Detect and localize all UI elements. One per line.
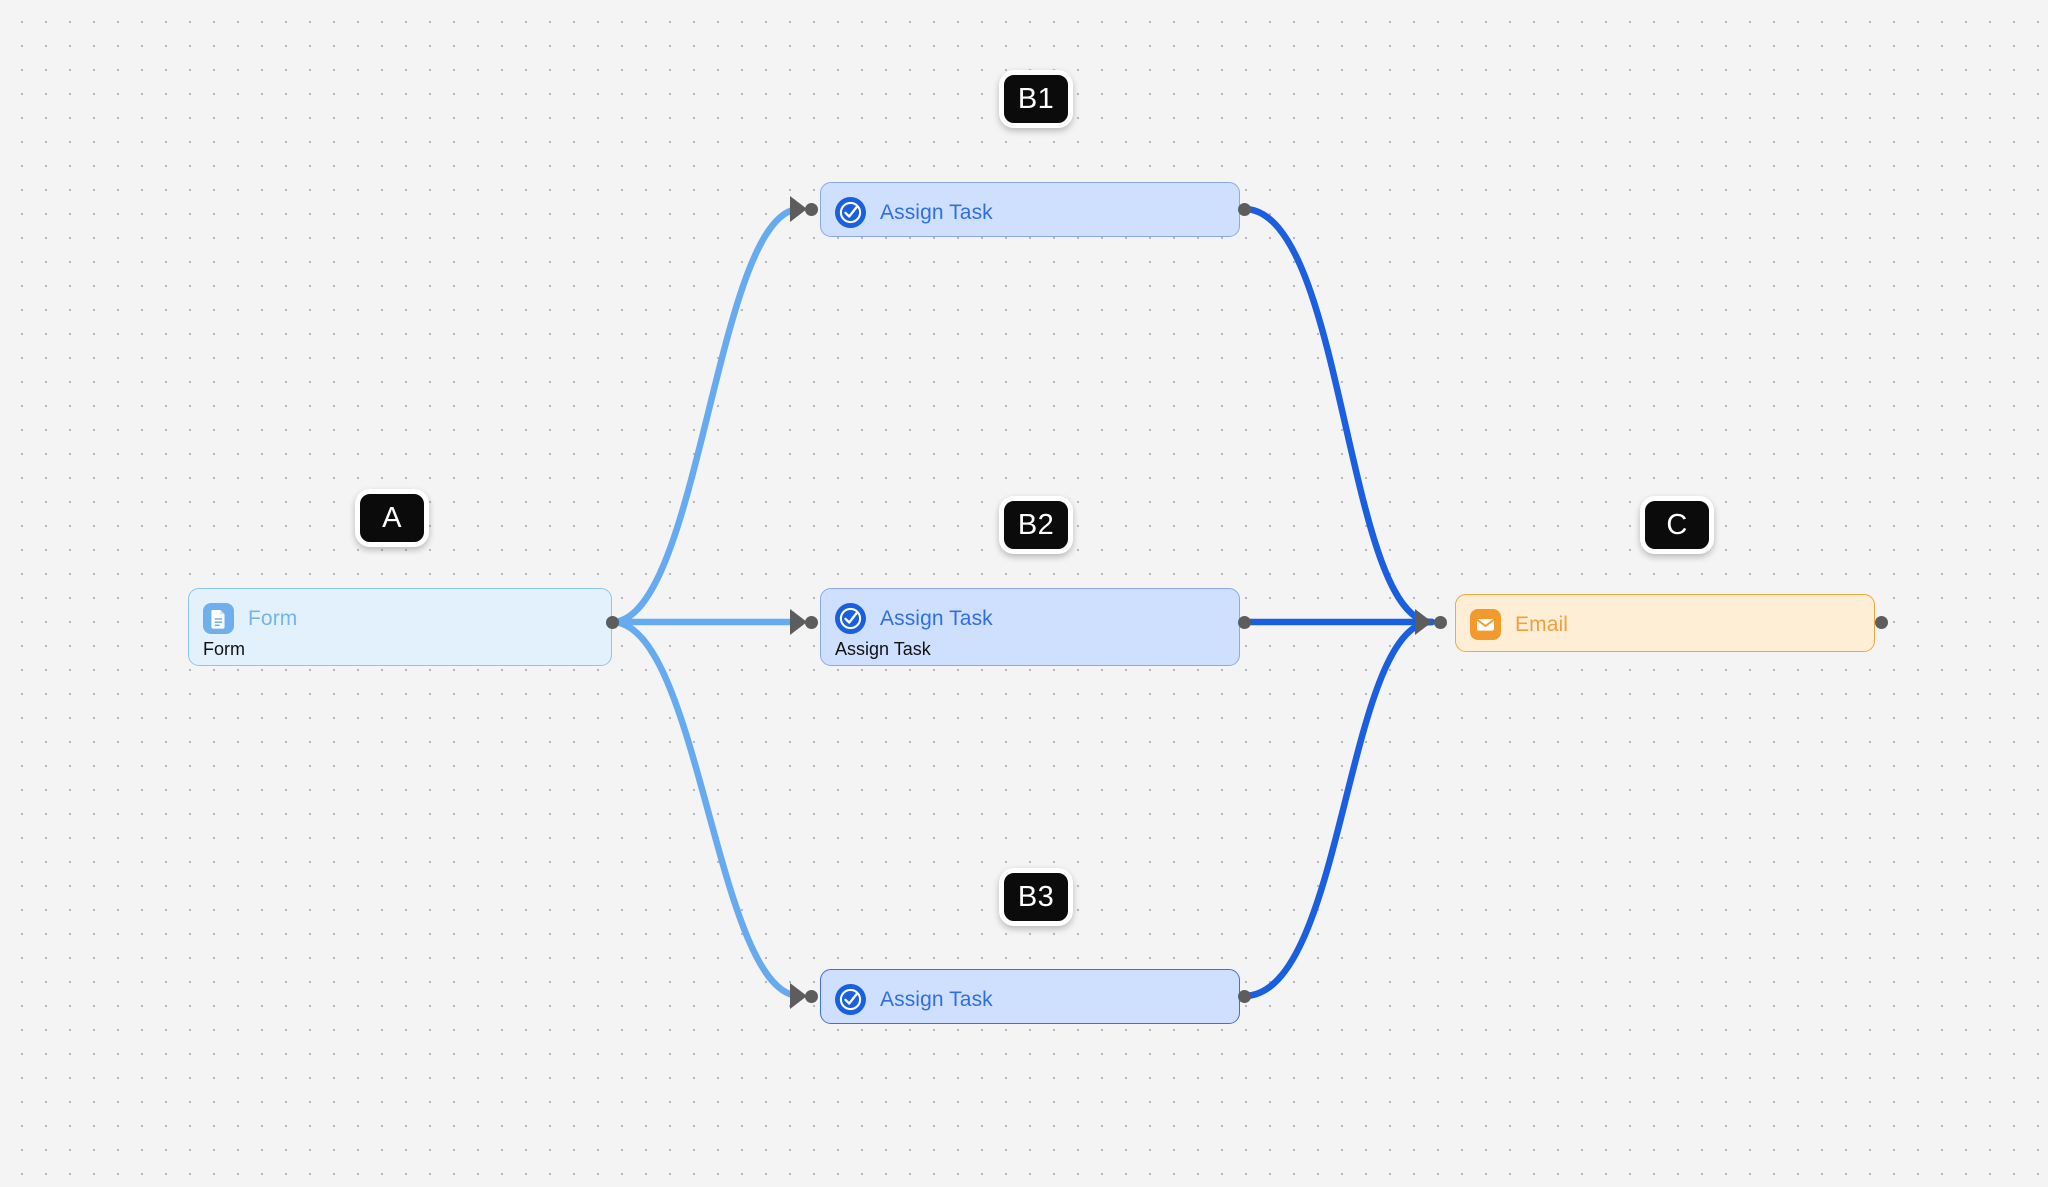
edge-form-to-task-bottom [608, 618, 804, 1000]
node-task-middle-title: Assign Task [880, 606, 993, 630]
document-icon [203, 603, 234, 634]
node-form-subtitle: Form [203, 639, 245, 659]
node-form-output-port[interactable] [606, 616, 619, 629]
step-badge-b1: B1 [999, 70, 1073, 128]
edge-task-top-to-email [1240, 205, 1436, 626]
envelope-icon [1470, 609, 1501, 640]
step-badge-b3: B3 [999, 868, 1073, 926]
node-task-bottom-output-port[interactable] [1238, 990, 1251, 1003]
node-form-title: Form [248, 606, 298, 630]
node-form[interactable]: Form Form [188, 588, 612, 666]
node-task-top[interactable]: Assign Task [820, 182, 1240, 237]
node-task-middle-input-port[interactable] [805, 616, 818, 629]
node-task-top-output-port[interactable] [1238, 203, 1251, 216]
node-email-header: Email [1456, 595, 1874, 643]
node-task-middle-output-port[interactable] [1238, 616, 1251, 629]
node-task-bottom[interactable]: Assign Task [820, 969, 1240, 1024]
edge-form-to-task-top [608, 205, 804, 626]
node-email-output-port[interactable] [1875, 616, 1888, 629]
node-email-title: Email [1515, 612, 1569, 636]
check-circle-icon [835, 603, 866, 634]
step-badge-c: C [1640, 496, 1714, 554]
node-task-top-input-port[interactable] [805, 203, 818, 216]
arrow-into-email [1415, 609, 1432, 635]
node-task-bottom-title: Assign Task [880, 987, 993, 1011]
node-task-middle-header: Assign Task [821, 589, 1239, 637]
node-task-middle[interactable]: Assign Task Assign Task [820, 588, 1240, 666]
node-task-middle-subtitle: Assign Task [835, 639, 931, 659]
node-form-header: Form [189, 589, 611, 637]
step-badge-a: A [355, 489, 429, 547]
check-circle-icon [835, 197, 866, 228]
node-task-top-title: Assign Task [880, 200, 993, 224]
edge-task-bottom-to-email [1240, 618, 1436, 1000]
step-badge-b2: B2 [999, 496, 1073, 554]
check-circle-icon [835, 984, 866, 1015]
node-task-bottom-header: Assign Task [821, 970, 1239, 1018]
node-task-bottom-input-port[interactable] [805, 990, 818, 1003]
node-email-input-port[interactable] [1434, 616, 1447, 629]
node-email[interactable]: Email [1455, 594, 1875, 652]
node-task-top-header: Assign Task [821, 183, 1239, 231]
